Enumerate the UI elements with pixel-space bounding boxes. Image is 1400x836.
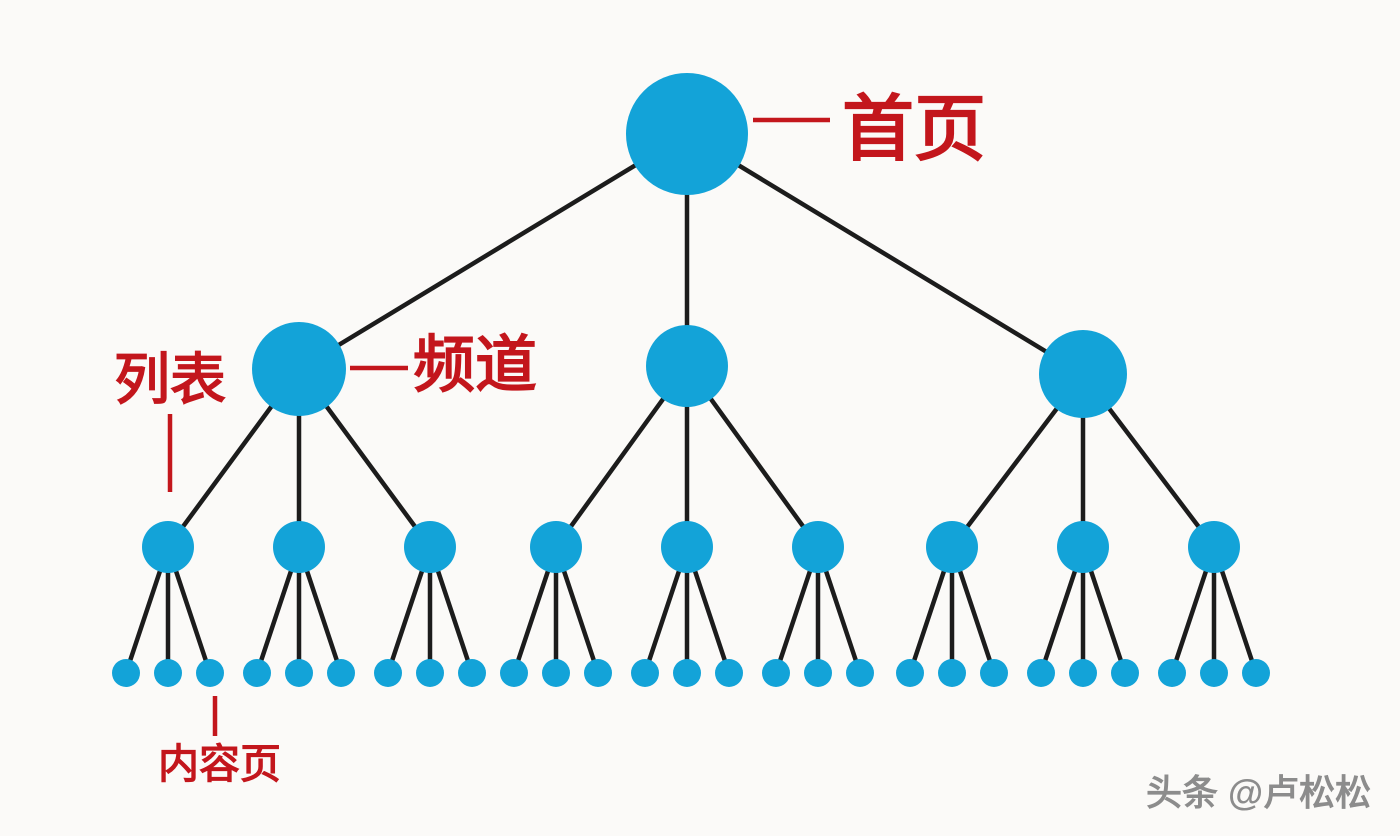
node-content-2-3-2 — [804, 659, 832, 687]
node-list-3-2 — [1057, 521, 1109, 573]
node-content-3-2-1 — [1027, 659, 1055, 687]
tree-nodes — [112, 73, 1270, 687]
node-content-2-3-1 — [762, 659, 790, 687]
node-content-2-1-1 — [500, 659, 528, 687]
node-content-2-2-2 — [673, 659, 701, 687]
node-list-2-1 — [530, 521, 582, 573]
node-list-1-1 — [142, 521, 194, 573]
node-content-3-1-2 — [938, 659, 966, 687]
channel-label: 频道 — [413, 331, 537, 400]
node-content-3-1-1 — [896, 659, 924, 687]
home-label: 首页 — [842, 90, 986, 170]
node-list-1-3 — [404, 521, 456, 573]
list-label: 列表 — [114, 348, 226, 411]
content-label: 内容页 — [158, 741, 281, 787]
node-content-1-1-2 — [154, 659, 182, 687]
node-content-2-1-3 — [584, 659, 612, 687]
node-content-2-1-2 — [542, 659, 570, 687]
node-content-3-2-2 — [1069, 659, 1097, 687]
node-content-1-1-1 — [112, 659, 140, 687]
node-content-3-3-1 — [1158, 659, 1186, 687]
node-channel-3 — [1039, 330, 1127, 418]
node-content-1-2-3 — [327, 659, 355, 687]
node-content-1-2-2 — [285, 659, 313, 687]
node-content-2-3-3 — [846, 659, 874, 687]
node-list-1-2 — [273, 521, 325, 573]
node-content-1-2-1 — [243, 659, 271, 687]
tree-edge — [684, 131, 1086, 377]
node-content-3-2-3 — [1111, 659, 1139, 687]
callouts: 首页 频道 列表 内容页 — [114, 90, 986, 787]
node-channel-1 — [252, 322, 346, 416]
node-content-3-3-2 — [1200, 659, 1228, 687]
node-home — [626, 73, 748, 195]
node-content-3-3-3 — [1242, 659, 1270, 687]
node-list-3-3 — [1188, 521, 1240, 573]
node-content-1-3-1 — [374, 659, 402, 687]
node-content-1-3-3 — [458, 659, 486, 687]
watermark: 头条 @卢松松 — [1146, 772, 1371, 813]
node-content-3-1-3 — [980, 659, 1008, 687]
node-list-3-1 — [926, 521, 978, 573]
node-content-2-2-3 — [715, 659, 743, 687]
node-list-2-2 — [661, 521, 713, 573]
node-content-2-2-1 — [631, 659, 659, 687]
node-channel-2 — [646, 325, 728, 407]
node-content-1-3-2 — [416, 659, 444, 687]
node-content-1-1-3 — [196, 659, 224, 687]
tree-edge — [296, 131, 690, 372]
node-list-2-3 — [792, 521, 844, 573]
